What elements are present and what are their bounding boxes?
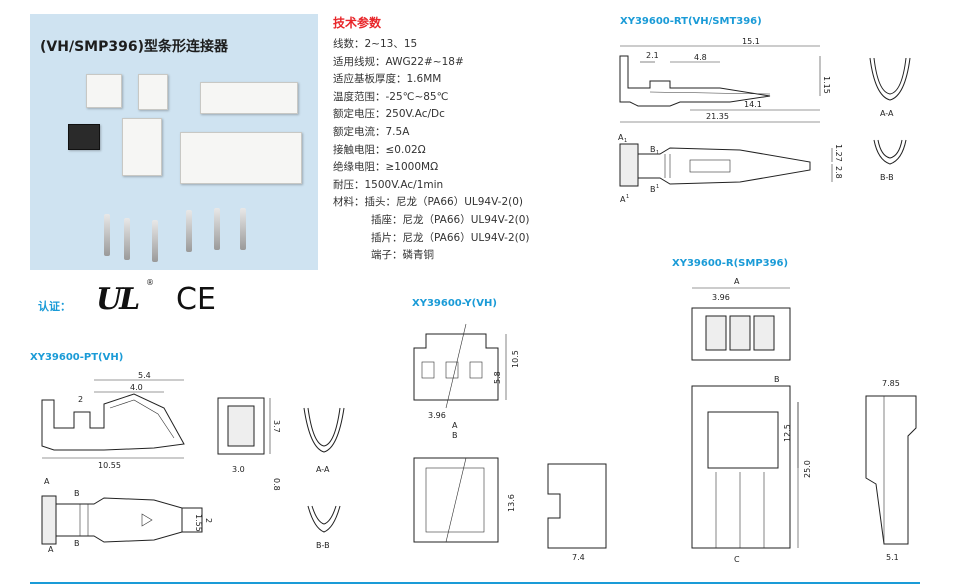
dim-label: 2.1 <box>646 51 659 60</box>
dim-label: 5.1 <box>886 553 899 562</box>
dim-label: B <box>650 185 656 194</box>
spec-row: 适用线规：AWG22#~18# <box>333 55 464 68</box>
dim-label: 1 <box>656 150 659 156</box>
spec-title: 技术参数 <box>333 16 382 30</box>
connector-photo-wide <box>180 132 302 184</box>
spec-row: 线数：2~13、15 <box>333 38 418 50</box>
material-row: 插座：尼龙（PA66）UL94V-2(0) <box>371 213 530 226</box>
dim-label: 3.96 <box>428 411 446 420</box>
section-title-rt: XY39600-RT(VH/SMT396) <box>620 16 762 27</box>
material-row: 端子：磷青铜 <box>371 249 434 262</box>
section-title-pt: XY39600-PT(VH) <box>30 352 124 363</box>
terminal-pin-photo <box>214 208 220 250</box>
dim-label: A <box>48 545 54 554</box>
dim-label: 10.5 <box>511 350 520 368</box>
section-label: A-A <box>316 465 330 474</box>
dim-label: 2.8 <box>834 166 843 179</box>
connector-photo-2pin <box>86 74 122 108</box>
pt-terminal-drawing: 5.4 4.0 2 10.55 3.7 3.0 0.8 A-A A A B B … <box>41 371 345 554</box>
dim-label: 3.96 <box>712 293 730 302</box>
dim-label: A <box>44 477 50 486</box>
terminal-pin-photo <box>124 218 130 260</box>
dim-label: A <box>734 277 740 286</box>
dim-label: 3.0 <box>232 465 245 474</box>
dim-label: B <box>650 145 656 154</box>
spec-row: 适应基板厚度：1.6MM <box>333 73 442 86</box>
terminal-pin-photo <box>104 214 110 256</box>
connector-photo-housing <box>122 118 162 176</box>
ul-logo: UL <box>96 282 140 317</box>
connector-photo-black <box>68 124 100 150</box>
dim-label: B <box>452 431 458 440</box>
dim-label: 12.5 <box>783 424 792 442</box>
dim-label: 10.55 <box>98 461 121 470</box>
photo-title: (VH/SMP396)型条形连接器 <box>40 39 228 55</box>
spec-row: 耐压：1500V.Ac/1min <box>333 178 444 191</box>
dim-label: 1 <box>626 194 629 200</box>
material-row: 插片：尼龙（PA66）UL94V-2(0) <box>371 231 530 244</box>
spec-row: 额定电压：250V.Ac/Dc <box>333 108 445 121</box>
bottom-rule <box>30 582 920 584</box>
dim-label: 2 <box>78 395 83 404</box>
dim-label: 1.55 <box>194 514 203 532</box>
ce-logo: CE <box>176 282 216 317</box>
connector-photo-long <box>200 82 298 114</box>
dim-label: 0.8 <box>272 478 281 491</box>
spec-row: 绝缘电阻：≥1000MΩ <box>333 161 439 174</box>
dim-label: 5.8 <box>493 371 502 384</box>
section-label: B-B <box>316 541 330 550</box>
rt-terminal-drawing: 15.1 4.8 2.1 1.15 14.1 21.35 A-A A 1 A 1… <box>618 37 911 204</box>
dim-label: 15.1 <box>742 37 760 46</box>
dim-label: 1.27 <box>834 144 843 162</box>
section-title-r: XY39600-R(SMP396) <box>672 258 789 269</box>
dim-label: 4.8 <box>694 53 707 62</box>
y-housing-drawing: 10.5 5.8 3.96 A B 13.6 7.4 <box>413 323 607 562</box>
dim-label: B <box>74 539 80 548</box>
dim-label: B <box>774 375 780 384</box>
dim-label: C <box>734 555 740 564</box>
section-title-y: XY39600-Y(VH) <box>412 298 497 309</box>
spec-row: 温度范围：-25℃~85℃ <box>333 90 449 103</box>
spec-list: 线数：2~13、15 适用线规：AWG22#~18# 适应基板厚度：1.6MM … <box>333 36 530 265</box>
terminal-pin-photo <box>240 208 246 250</box>
terminal-pin-photo <box>186 210 192 252</box>
dim-label: 1 <box>624 138 627 144</box>
connector-photo-2pin-alt <box>138 74 168 110</box>
dim-label: 1.15 <box>822 76 831 94</box>
spec-row: 接触电阻：≤0.02Ω <box>333 143 426 156</box>
product-photo-panel: (VH/SMP396)型条形连接器 <box>30 14 318 270</box>
dim-label: 25.0 <box>803 460 812 478</box>
spec-row: 额定电流：7.5A <box>333 125 410 138</box>
dim-label: 21.35 <box>706 112 729 121</box>
dim-label: A <box>618 133 624 142</box>
dim-label: 1 <box>656 184 659 190</box>
dim-label: 13.6 <box>507 494 516 512</box>
terminal-pin-photo <box>152 220 158 262</box>
dim-label: 5.4 <box>138 371 151 380</box>
dim-label: 2 <box>204 518 213 523</box>
dim-label: 3.7 <box>272 420 281 433</box>
r-housing-drawing: A 3.96 B 12.5 25.0 C 7.85 5.1 <box>691 277 917 564</box>
dim-label: A <box>620 195 626 204</box>
dim-label: 4.0 <box>130 383 143 392</box>
dim-label: B <box>74 489 80 498</box>
dim-label: 14.1 <box>744 100 762 109</box>
dim-label: 7.4 <box>572 553 585 562</box>
certification-label: 认证： <box>38 300 71 313</box>
section-label: B-B <box>880 173 894 182</box>
material-row: 材料：插头：尼龙（PA66）UL94V-2(0) <box>333 196 524 209</box>
dim-label: A <box>452 421 458 430</box>
registered-mark: ® <box>146 278 154 287</box>
dim-label: 7.85 <box>882 379 900 388</box>
section-label: A-A <box>880 109 894 118</box>
